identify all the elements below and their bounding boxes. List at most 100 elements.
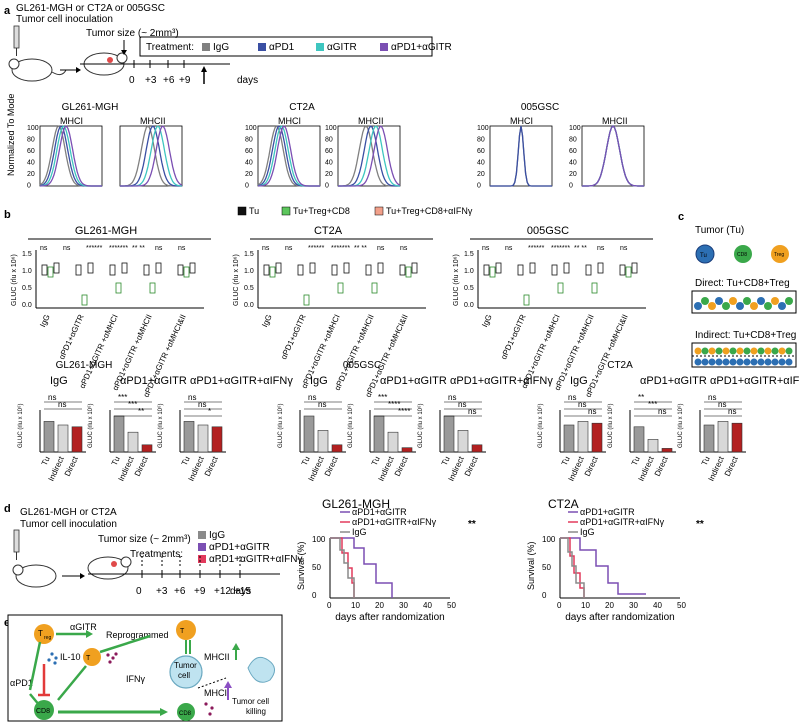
significance-label: ns bbox=[620, 245, 628, 252]
cell-dot bbox=[708, 347, 716, 355]
timeline-tick-label: +12 bbox=[214, 586, 231, 597]
histogram-ytick: 20 bbox=[325, 171, 333, 178]
significance-label: ns bbox=[63, 245, 71, 252]
boxplot-box bbox=[149, 282, 156, 294]
cell-dot bbox=[750, 302, 758, 310]
bar-category: Direct bbox=[133, 454, 150, 477]
km-xtick: 20 bbox=[605, 601, 614, 610]
boxplot-category: αPD1+αGITR bbox=[499, 313, 528, 361]
km-curve bbox=[560, 537, 585, 598]
km-ytick: 100 bbox=[312, 535, 326, 544]
cell-dot bbox=[694, 302, 702, 310]
km-title: CT2A bbox=[548, 497, 579, 511]
km-legend-label: αPD1+αGITR bbox=[352, 507, 407, 517]
km-xtick: 50 bbox=[677, 601, 686, 610]
bar-chart-title: αPD1+αGITR+αIFNγ bbox=[190, 375, 293, 387]
boxplot-box bbox=[343, 262, 350, 274]
km-xtick: 40 bbox=[653, 601, 662, 610]
panel-c-label: c bbox=[678, 211, 684, 223]
significance-label: ns bbox=[58, 400, 66, 409]
histogram-group-title: CT2A bbox=[289, 102, 315, 113]
bar bbox=[717, 421, 729, 453]
bar bbox=[183, 421, 195, 453]
agitr-label: αGITR bbox=[70, 622, 97, 632]
boxplot-box bbox=[303, 294, 310, 306]
bar-chart-title: αPD1+αGITR+αIFNγ bbox=[710, 375, 800, 387]
bar-group-title: GL261-MGH bbox=[56, 360, 113, 371]
timeline-unit: days bbox=[237, 75, 258, 86]
km-ytick: 100 bbox=[542, 535, 556, 544]
reprogrammed-label: Reprogrammed bbox=[106, 630, 169, 640]
boxplot-box bbox=[489, 266, 496, 278]
histogram-curve bbox=[338, 125, 400, 187]
cell-dot bbox=[736, 347, 744, 355]
legend-label: Tu+Treg+CD8 bbox=[293, 206, 350, 216]
legend-label: Tu bbox=[249, 206, 259, 216]
significance-label: ** ** bbox=[132, 245, 145, 252]
histogram-title: MHCII bbox=[140, 116, 166, 126]
km-xlabel: days after randomization bbox=[565, 612, 675, 623]
timeline-tick-label: +3 bbox=[145, 75, 157, 86]
bar bbox=[211, 426, 223, 453]
boxplot-box bbox=[625, 266, 632, 278]
histogram-group-title: 005GSC bbox=[521, 102, 559, 113]
significance-label: ns bbox=[285, 245, 293, 252]
km-xlabel: days after randomization bbox=[335, 612, 445, 623]
significance-label: ** bbox=[138, 407, 144, 416]
bar-category: Direct bbox=[653, 454, 670, 477]
cell-dot bbox=[729, 297, 737, 305]
significance-label: ns bbox=[578, 400, 586, 409]
boxplot-ytick: 0.5 bbox=[22, 285, 32, 292]
treg-label: T bbox=[180, 628, 185, 635]
cell-dot bbox=[778, 347, 786, 355]
histogram-curve bbox=[120, 125, 183, 187]
cell-dot bbox=[729, 347, 737, 355]
significance-label: ******* bbox=[331, 245, 350, 252]
histogram-title: MHCI bbox=[60, 116, 83, 126]
bar-ylabel: GLUC (rlu x 10⁶) bbox=[17, 404, 24, 448]
legend-swatch bbox=[374, 206, 384, 216]
boxplot-category: IgG bbox=[38, 313, 52, 329]
boxplot-box bbox=[297, 264, 304, 276]
bar bbox=[127, 431, 139, 453]
histogram-frame bbox=[119, 125, 183, 187]
legend-swatch bbox=[380, 43, 388, 51]
bar-category: Tu bbox=[180, 455, 192, 467]
km-curve bbox=[560, 537, 646, 595]
histogram-title: MHCII bbox=[358, 116, 384, 126]
km-xtick: 10 bbox=[351, 601, 360, 610]
panel-c-tumor-title: Tumor (Tu) bbox=[695, 225, 744, 236]
significance-label: ****** bbox=[528, 245, 545, 252]
treg-cell-icon bbox=[771, 245, 789, 263]
bar bbox=[401, 447, 413, 453]
bar-chart-title: IgG bbox=[310, 375, 328, 387]
killing-label: Tumor cell bbox=[232, 697, 269, 706]
bar-chart-title: IgG bbox=[50, 375, 68, 387]
significance-label: ns bbox=[400, 245, 408, 252]
boxplot-box bbox=[495, 262, 502, 274]
bar-ylabel: GLUC (rlu x 10⁶) bbox=[677, 404, 684, 448]
significance-label: ns bbox=[188, 393, 196, 402]
cell-dot bbox=[764, 358, 772, 366]
panel-a: a GL261-MGH or CT2A or 005GSC Tumor cell… bbox=[4, 3, 645, 190]
significance-label: *** bbox=[378, 393, 387, 402]
histogram-ytick: 0 bbox=[325, 183, 329, 190]
boxplot-box bbox=[483, 264, 490, 276]
km-ytick: 0 bbox=[542, 591, 547, 600]
boxplot-ylabel: GLUC (rlu x 10⁶) bbox=[453, 254, 460, 306]
boxplot-box bbox=[365, 264, 372, 276]
cell-dot bbox=[750, 358, 758, 366]
treg-label: T bbox=[38, 629, 43, 638]
boxplot-box bbox=[81, 294, 88, 306]
histogram-curve bbox=[338, 125, 401, 187]
panel-a-heading1: GL261-MGH or CT2A or 005GSC bbox=[16, 3, 165, 14]
tumor-cell-label-2: cell bbox=[178, 671, 190, 680]
bar-category: Tu bbox=[560, 455, 572, 467]
cell-dot bbox=[694, 358, 702, 366]
cd8-label: CD8 bbox=[179, 711, 192, 717]
panel-e-label: e bbox=[4, 617, 10, 629]
cell-dot bbox=[764, 347, 772, 355]
boxplot-box bbox=[597, 262, 604, 274]
boxplot-box bbox=[41, 264, 48, 276]
